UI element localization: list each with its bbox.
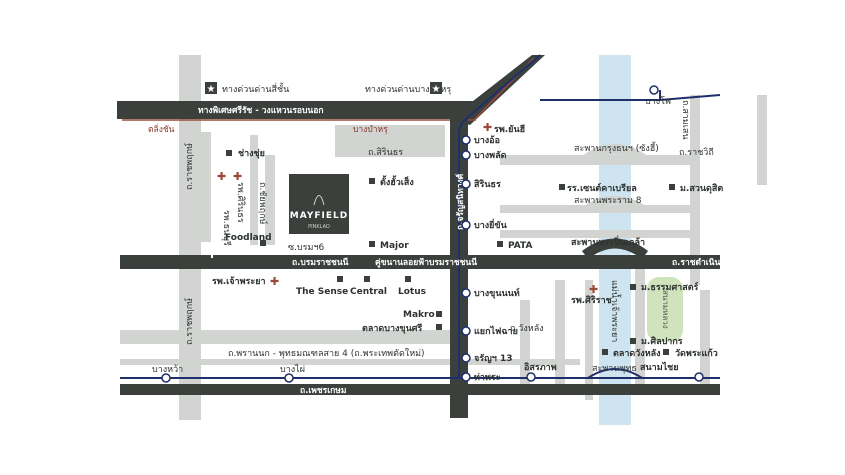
expressway-exit-icon-left: ★ [205,82,217,95]
bridge-phut-arc [587,368,643,379]
station-bang-wa: บางหว้า [152,364,183,375]
station-bang-phlat: บางพลัด [474,150,507,161]
bridge-krungthon: สะพานกรุงธนฯ (ซังฮี้) [574,141,659,154]
road-ratchaphruek-vertical: ถ.ราชพฤกษ์ [183,143,195,190]
svg-text:✚: ✚ [589,283,598,296]
bridge-phut: สะพานพุทธ [592,364,637,374]
place-wanglang-market: ตลาดวังหลัง [613,348,661,359]
place-lotus: Lotus [398,287,426,297]
hospital-vertical-2: รพ.ศิรินธร [235,182,246,223]
svg-text:★: ★ [432,84,441,95]
brand-name: MAYFIELD [290,211,348,221]
place-wat-phra-kaew: วัดพระแก้ว [675,348,718,359]
hospital-vertical-1: รพ.ธนบุรี [221,210,232,246]
soi-path [211,169,231,258]
bts-station-markers [161,85,704,383]
secondary-roads [120,55,767,420]
bridge-pinklao-arc [581,238,649,260]
bridge-krungthon-arc [582,144,648,165]
road-ratchadamnoen: ถ.ราชดำเนิน [672,257,720,268]
station-itsaraphap: อิสรภาพ [523,362,556,373]
road-borommaratchachonnani: ถ.บรมราชชนนี [292,257,349,268]
soi-vertical: ถ.ชัยพฤกษ์ [257,182,269,225]
expressway-exit-icon-right: ★ [430,82,442,95]
station-sanam-chai: สนามไชย [640,361,679,373]
road-charansanitwong-vertical: ถ.จรัญสนิทวงศ์ [455,173,466,230]
svg-text:✚: ✚ [217,170,226,183]
station-yaek-fai-chai: แยกไฟฉาย [474,325,518,337]
place-pata: PATA [508,241,532,251]
place-the-sense: The Sense [296,287,348,297]
station-bang-khun-non: บางขุนนนท์ [474,287,520,299]
place-thammasat: ม.ธรรมศาสตร์ [641,281,699,293]
place-markers [226,150,675,355]
svg-text:✚: ✚ [233,170,242,183]
sanam-luang-vertical: สนามหลวง [661,290,670,329]
road-sirindhorn: ถ.สิรินธร [368,147,403,158]
place-foodland: Foodland [225,233,272,243]
place-hosp-chaophraya: รพ.เจ้าพระยา [212,276,266,287]
svg-text:✚: ✚ [270,275,279,288]
road-ratchaphruek-vertical-2: ถ.ราชพฤกษ์ [183,298,195,345]
exit-left-label: ทางด่วนด่านสี่ชั้น [222,82,289,95]
place-suan-dusit: ม.สวนดุสิต [680,183,723,194]
bridge-pinklao: สะพานพระปิ่นเกล้า [571,235,645,248]
soi-borom6: ซ.บรมฯ6 [288,243,325,253]
station-bang-yi-khan: บางยี่ขัน [474,218,508,231]
place-hospital-siriraj: รพ.ศิริราช [571,295,612,306]
expressway-name: ทางพิเศษศรีรัช - วงแหวนรอบนอก [198,105,324,116]
bridge-rama8: สะพานพระราม 8 [574,196,642,206]
bts-lines [120,54,721,379]
road-ratchawithi: ถ.ราชวิถี [679,147,714,158]
hospital-cross-icons: ✚ ✚ ✚ ✚ ✚ [217,121,598,296]
svg-text:★: ★ [207,84,216,95]
project-mayfield: MAYFIELD PINKLAO [289,174,349,234]
place-tang-hua-seng: ตั้งฮั้วเส็ง [380,175,414,188]
bridge-rama8-arc [582,196,648,214]
place-chaokhun: ช่างชุ่ย [238,148,265,159]
station-sirindhorn: สิรินธร [473,179,500,190]
station-bang-phai: บางไผ่ [280,364,305,375]
place-market-bangkhunsri: ตลาดบางขุนศรี [362,323,422,334]
brand-sub: PINKLAO [308,224,330,230]
place-school: รร.เซนต์คาเบรียล [567,182,637,194]
road-phrannok: ถ.พรานนก - พุทธมณฑลสาย 4 (ถ.พระเทพตัดใหม… [228,348,425,359]
river-name: แม่น้ำเจ้าพระยา [609,280,622,342]
road-phetkasem: ถ.เพชรเกษม [300,386,346,396]
station-bang-o: บางอ้อ [474,135,500,146]
road-wanglang: ถ.วังหลัง [510,324,544,334]
exit-right-label: ทางด่วนด่านบางบำหรุ [365,84,451,95]
rail-station-right: บางบำหรุ [353,125,388,135]
tu-campus-park [647,277,683,342]
place-silpakorn: ม.ศิลปากร [641,336,683,347]
place-central: Central [350,287,387,297]
station-charan-13: จรัญฯ 13 [474,353,513,364]
place-hospital-yanhee: รพ.ยันฮี [494,124,525,135]
station-bang-pho: บางโพ [645,96,671,107]
rail-station-left: ตลิ่งชัน [148,123,175,135]
place-makro: Makro [403,310,435,320]
road-frontage: คู่ขนานลอยฟ้าบรมราชชนนี [375,257,477,268]
svg-text:✚: ✚ [483,121,492,134]
road-samsen-vertical: ถ.สามเสน [680,100,690,140]
place-major: Major [380,241,409,251]
station-tha-phra: ท่าพระ [474,372,501,383]
